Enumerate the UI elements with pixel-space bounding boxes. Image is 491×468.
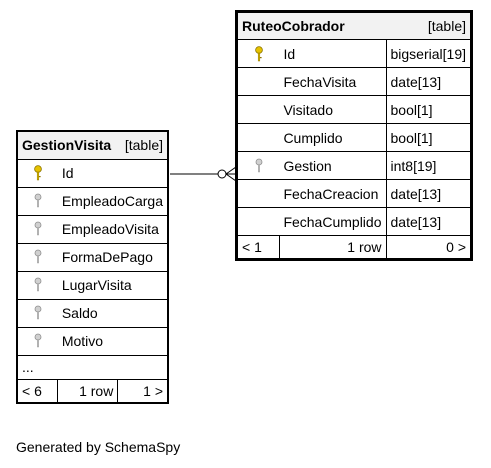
children-count: < 1 xyxy=(236,235,280,260)
empty-key-cell xyxy=(236,207,280,236)
column-name: LugarVisita xyxy=(57,270,169,300)
table-name: GestionVisita xyxy=(22,137,112,154)
column-name: FechaVisita xyxy=(279,67,387,96)
crows-foot-lower xyxy=(225,173,237,182)
column-name: Gestion xyxy=(279,151,387,180)
column-type: int8[19] xyxy=(385,151,472,180)
column-type: bigserial[19] xyxy=(385,39,472,68)
column-name: EmpleadoVisita xyxy=(57,214,169,244)
empty-key-cell xyxy=(236,67,280,96)
column-name: FechaCreacion xyxy=(279,179,387,208)
row-count: 1 row xyxy=(57,378,119,404)
table-type-label: [table] xyxy=(124,137,163,154)
table-row[interactable]: Gestion int8[19] xyxy=(236,151,472,180)
column-type: date[13] xyxy=(385,67,472,96)
primary-key-icon xyxy=(16,158,58,188)
column-name: FechaCumplido xyxy=(279,207,387,236)
parents-count: 0 > xyxy=(385,235,472,260)
column-type: date[13] xyxy=(385,207,472,236)
table-row[interactable]: FormaDePago xyxy=(16,242,169,272)
column-name: Saldo xyxy=(57,298,169,328)
column-type: bool[1] xyxy=(385,123,472,152)
table-type-label: [table] xyxy=(427,18,466,34)
table-row[interactable]: Motivo xyxy=(16,326,169,356)
children-count: < 6 xyxy=(16,378,59,404)
empty-key-cell xyxy=(236,179,280,208)
crows-foot-upper xyxy=(225,166,237,175)
table-row[interactable]: Visitado bool[1] xyxy=(236,95,472,124)
primary-key-icon xyxy=(236,39,280,68)
row-count: 1 row xyxy=(278,235,387,260)
table-gestionvisita[interactable]: GestionVisita [table] Id EmpleadoCarga E… xyxy=(16,130,169,404)
parents-count: 1 > xyxy=(117,378,169,404)
table-row[interactable]: EmpleadoVisita xyxy=(16,214,169,244)
column-name: Id xyxy=(279,39,387,68)
key-icon xyxy=(16,242,58,272)
column-name: Motivo xyxy=(57,326,169,356)
column-type: date[13] xyxy=(385,179,472,208)
column-name: Id xyxy=(57,158,169,188)
table-row[interactable]: EmpleadoCarga xyxy=(16,186,169,216)
table-row[interactable]: FechaVisita date[13] xyxy=(236,67,472,96)
more-columns-ellipsis[interactable]: ... xyxy=(16,354,169,380)
table-row[interactable]: Id xyxy=(16,158,169,188)
empty-key-cell xyxy=(236,123,280,152)
empty-key-cell xyxy=(236,95,280,124)
column-name: FormaDePago xyxy=(57,242,169,272)
table-row[interactable]: FechaCreacion date[13] xyxy=(236,179,472,208)
zero-optional-marker xyxy=(217,169,227,179)
table-row[interactable]: Saldo xyxy=(16,298,169,328)
column-name: Cumplido xyxy=(279,123,387,152)
key-icon xyxy=(16,326,58,356)
generated-by-note: Generated by SchemaSpy xyxy=(16,439,181,455)
foreign-key-icon xyxy=(236,151,280,180)
key-icon xyxy=(16,214,58,244)
table-row[interactable]: LugarVisita xyxy=(16,270,169,300)
column-type: bool[1] xyxy=(385,95,472,124)
key-icon xyxy=(16,298,58,328)
table-header[interactable]: RuteoCobrador [table] xyxy=(236,11,472,40)
table-ruteocobrador[interactable]: RuteoCobrador [table] Id bigserial[19] F… xyxy=(235,10,473,261)
table-row[interactable]: FechaCumplido date[13] xyxy=(236,207,472,236)
table-row[interactable]: Id bigserial[19] xyxy=(236,39,472,68)
column-name: EmpleadoCarga xyxy=(57,186,169,216)
table-header[interactable]: GestionVisita [table] xyxy=(16,130,169,160)
column-name: Visitado xyxy=(279,95,387,124)
key-icon xyxy=(16,186,58,216)
table-row[interactable]: Cumplido bool[1] xyxy=(236,123,472,152)
key-icon xyxy=(16,270,58,300)
table-name: RuteoCobrador xyxy=(242,18,345,34)
